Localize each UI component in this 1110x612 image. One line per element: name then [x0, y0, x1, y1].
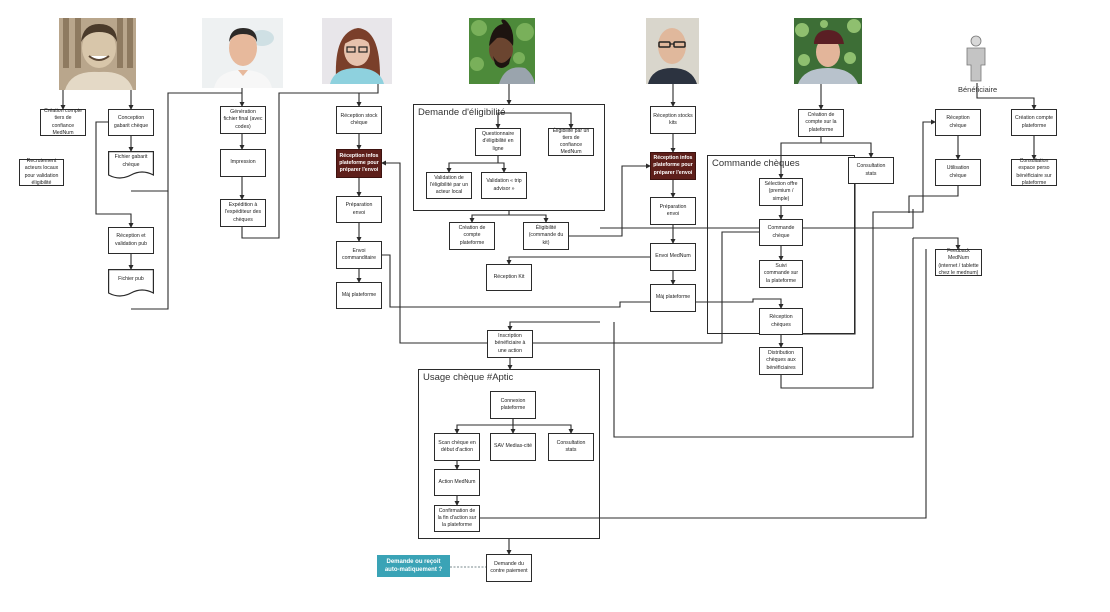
- wire-creation-split-2: [821, 142, 874, 158]
- actor-4-avatar[interactable]: [469, 18, 535, 84]
- person-photo-short-hair-icon: [202, 18, 283, 88]
- node-commande-cheque[interactable]: Commande chèque: [759, 219, 803, 246]
- actor-7-label: Bénéficiaire: [958, 85, 998, 94]
- node-reception-kit[interactable]: Réception Kit: [486, 264, 532, 291]
- wire-kit-to-infos2: [569, 163, 651, 237]
- group-eligibility: Demande d'éligibilité: [413, 104, 605, 211]
- node-selection-offre[interactable]: Sélection offre (premium / simple): [759, 178, 803, 206]
- wire-elig-out-2: [509, 214, 549, 223]
- node-reception-infos-1[interactable]: Réception infos plateforme pour préparer…: [336, 149, 382, 178]
- node-action-mednum[interactable]: Action MedNum: [434, 469, 480, 496]
- node-recrutement[interactable]: Recrutement acteurs locaux pour validati…: [19, 158, 64, 186]
- node-creation-compte-benef[interactable]: Création compte plateforme: [1011, 109, 1057, 136]
- node-reception-cheque-benef[interactable]: Réception chèque: [935, 109, 981, 136]
- node-demande-paiement[interactable]: Demande du contre paiement: [486, 554, 532, 582]
- node-expedition[interactable]: Expédition à l'expéditeur des chèques: [220, 199, 266, 227]
- node-conception-gabarit[interactable]: Conception gabarit chèque: [108, 109, 154, 136]
- node-sav[interactable]: SAV Medias-cité: [490, 433, 536, 461]
- node-fichier-gabarit[interactable]: Fichier gabarit chèque: [108, 151, 154, 181]
- wire-quest-split-2: [498, 162, 507, 173]
- document-shape-icon: [108, 269, 154, 297]
- wire-a3-reception: [356, 84, 379, 107]
- node-scan-cheque[interactable]: Scan chèque en début d'action: [434, 433, 480, 461]
- node-consultation-stats-1[interactable]: Consultation stats: [848, 157, 894, 184]
- actor-2-avatar[interactable]: [202, 18, 283, 88]
- wire-elig-questionnaire: [495, 112, 509, 129]
- person-photo-curly-hair-icon: [59, 18, 136, 90]
- wire-conception-reception-pub: [95, 121, 134, 228]
- wire-elig-tiers: [509, 112, 574, 129]
- node-fichier-gabarit-label: Fichier gabarit chèque: [114, 154, 148, 168]
- wire-expedition-out: [241, 92, 359, 239]
- actor-7-figure[interactable]: [963, 35, 989, 83]
- node-validation-acteur[interactable]: Validation de l'éligibilité par un acteu…: [426, 172, 472, 199]
- node-feedback[interactable]: Feedback MedNum (internet / tablette che…: [935, 248, 982, 276]
- wire-a7-split: [976, 83, 1037, 110]
- actor-5-avatar[interactable]: [646, 18, 699, 84]
- node-maj-plateforme-2[interactable]: Màj plateforme: [650, 284, 696, 312]
- wire-envoi-commanditaire-to-reception: [382, 254, 784, 309]
- actor-1-avatar[interactable]: [59, 18, 136, 90]
- wire-fichier-pub-out: [131, 191, 169, 310]
- wire-utilisation-out: [908, 186, 959, 213]
- node-consultation-stats-2[interactable]: Consultation stats: [548, 433, 594, 461]
- node-consultation-espace[interactable]: Consultation espace perso bénéficiaire s…: [1011, 158, 1057, 186]
- node-creation-compte-sur-plateforme[interactable]: Création de compte sur la plateforme: [798, 109, 844, 137]
- node-validation-trip[interactable]: Validation « trip advisor »: [481, 172, 527, 199]
- note-question[interactable]: Demande ou reçoit auto-matiquement ?: [377, 555, 450, 577]
- wire-elig-out-1: [469, 211, 510, 223]
- node-questionnaire[interactable]: Questionnaire d'éligibilité en ligne: [475, 128, 521, 156]
- node-eligibilite-tiers[interactable]: Éligibilité par un tiers de confiance Me…: [548, 128, 594, 156]
- node-generation-fichier[interactable]: Génération fichier final (avec codes): [220, 106, 266, 134]
- actor-3-avatar[interactable]: [322, 18, 392, 84]
- node-reception-validation-pub[interactable]: Réception et validation pub: [108, 227, 154, 254]
- node-fichier-pub-label: Fichier pub: [118, 275, 144, 282]
- person-photo-glasses-woman-icon: [322, 18, 392, 84]
- node-creation-compte-tiers[interactable]: Création compte tiers de confiance MedNu…: [40, 108, 86, 136]
- node-reception-stock-cheque[interactable]: Réception stock chèque: [336, 106, 382, 134]
- node-fichier-pub[interactable]: Fichier pub: [108, 269, 154, 299]
- node-preparation-envoi-1[interactable]: Préparation envoi: [336, 196, 382, 223]
- node-envoi-commanditaire[interactable]: Envoi commanditaire: [336, 241, 382, 269]
- wire-feedback-in: [913, 237, 961, 250]
- node-impression[interactable]: Impression: [220, 149, 266, 177]
- node-maj-plateforme-1[interactable]: Màj plateforme: [336, 282, 382, 309]
- wire-loop-inscription: [600, 209, 914, 229]
- actor-6-avatar[interactable]: [794, 18, 862, 84]
- document-shape-icon: [108, 151, 154, 179]
- node-utilisation-cheque[interactable]: Utilisation chèque: [935, 159, 981, 186]
- wire-envoi-mednum-kit: [506, 256, 650, 265]
- wire-quest-split-1: [446, 156, 499, 173]
- node-creation-compte-plateforme[interactable]: Création de compte plateforme: [449, 222, 495, 250]
- node-suivi-commande[interactable]: Suivi commande sur la plateforme: [759, 260, 803, 288]
- generic-person-icon: [966, 35, 986, 82]
- node-confirmation[interactable]: Confirmation de la fin d'action sur la p…: [434, 505, 480, 532]
- wire-confirmation-out: [480, 249, 927, 519]
- wire-stats-down: [803, 184, 856, 335]
- wire-creation-split-1: [778, 137, 822, 179]
- node-reception-stock-kits[interactable]: Réception stocks kits: [650, 106, 696, 134]
- group-eligibility-title: Demande d'éligibilité: [418, 107, 506, 118]
- group-order-title: Commande chèques: [712, 158, 800, 169]
- group-usage-title: Usage chèque #Aptic: [423, 372, 514, 383]
- node-connexion[interactable]: Connexion plateforme: [490, 391, 536, 419]
- node-envoi-mednum[interactable]: Envoi MedNum: [650, 243, 696, 271]
- node-preparation-envoi-2[interactable]: Préparation envoi: [650, 197, 696, 225]
- person-photo-bald-glasses-icon: [646, 18, 699, 84]
- person-photo-cap-icon: [794, 18, 862, 84]
- wire-feedback-left: [613, 238, 914, 438]
- group-usage: Usage chèque #Aptic: [418, 369, 600, 539]
- node-eligibilite-kit[interactable]: Éligibilité (commande du kit): [523, 222, 569, 250]
- wire-fichier-gabarit-out: [131, 92, 242, 192]
- person-photo-dreadlocks-icon: [469, 18, 535, 84]
- wire-commande-to-infos1: [381, 160, 759, 344]
- wire-distribution-to-benef: [780, 119, 936, 389]
- wire-inscription-in: [507, 321, 600, 331]
- node-inscription[interactable]: Inscription bénéficiaire à une action: [487, 330, 533, 358]
- node-reception-infos-2[interactable]: Réception infos plateforme pour préparer…: [650, 152, 696, 180]
- wire-connexion-split-3: [513, 424, 574, 434]
- node-distribution[interactable]: Distribution chèques aux bénéficiaires: [759, 347, 803, 375]
- node-reception-cheques[interactable]: Réception chèques: [759, 308, 803, 335]
